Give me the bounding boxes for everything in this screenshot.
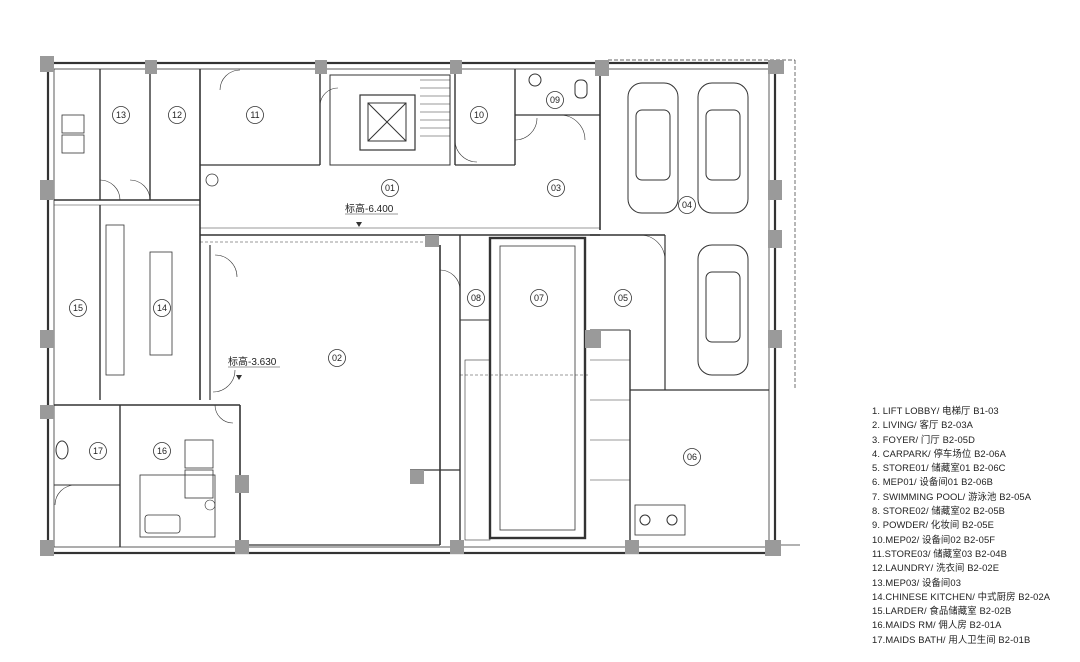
room-tag-01: 01	[381, 179, 399, 197]
room-tag-label: 16	[157, 446, 167, 456]
car-2	[697, 82, 749, 214]
room-tag-label: 13	[116, 110, 126, 120]
room-tag-circle	[153, 442, 171, 460]
room-tag-circle	[683, 448, 701, 466]
room-tag-11: 11	[246, 106, 264, 124]
legend-item: 12.LAUNDRY/ 洗衣间 B2-02E	[872, 562, 1000, 574]
legend-item: 14.CHINESE KITCHEN/ 中式厨房 B2-02A	[872, 590, 1051, 602]
room-tag-label: 05	[618, 293, 628, 303]
room-tag-circle	[328, 349, 346, 367]
room-tag-circle	[470, 106, 488, 124]
elevation-upper: 标高-6.400	[345, 202, 394, 215]
room-tag-label: 04	[682, 200, 692, 210]
room-tag-14: 14	[153, 299, 171, 317]
room-tag-label: 03	[551, 183, 561, 193]
room-tag-circle	[69, 299, 87, 317]
room-tag-circle	[153, 299, 171, 317]
car-3	[697, 244, 749, 376]
room-tag-05: 05	[614, 289, 632, 307]
room-tag-label: 10	[474, 110, 484, 120]
room-tag-07: 07	[530, 289, 548, 307]
structural-columns	[40, 56, 784, 556]
legend-item: 11.STORE03/ 储藏室03 B2-04B	[872, 547, 1007, 559]
legend-item: 4. CARPARK/ 停车场位 B2-06A	[872, 447, 1006, 459]
car-1	[627, 82, 679, 214]
room-tag-label: 17	[93, 446, 103, 456]
room-tag-label: 01	[385, 183, 395, 193]
room-tag-label: 06	[687, 452, 697, 462]
room-tag-circle	[112, 106, 130, 124]
room-tag-label: 11	[250, 110, 259, 120]
room-tag-label: 15	[73, 303, 83, 313]
legend-item: 15.LARDER/ 食品储藏室 B2-02B	[872, 605, 1012, 617]
room-tag-label: 08	[471, 293, 481, 303]
floor-plan: 13 12 11 10 09 01 03 04 15 14 02 08 07 05 17 16 06 标高-6.…	[40, 56, 800, 556]
legend-item: 16.MAIDS RM/ 佣人房 B2-01A	[872, 619, 1002, 631]
outer-wall	[46, 61, 777, 555]
room-tag-04: 04	[678, 196, 696, 214]
room-tag-circle	[467, 289, 485, 307]
legend-item: 3. FOYER/ 门厅 B2-05D	[872, 433, 975, 445]
legend-item: 9. POWDER/ 化妆间 B2-05E	[872, 519, 994, 531]
legend-item: 2. LIVING/ 客厅 B2-03A	[872, 419, 973, 431]
elevation-lower: 标高-3.630	[228, 355, 277, 368]
legend-item: 10.MEP02/ 设备间02 B2-05F	[872, 533, 996, 545]
room-tags: 13 12 11 10 09 01 03 04 15 14 02 08 07 05 17 16 06	[69, 91, 701, 466]
room-tag-02: 02	[328, 349, 346, 367]
room-tag-label: 07	[534, 293, 544, 303]
room-tag-17: 17	[89, 442, 107, 460]
room-tag-circle	[678, 196, 696, 214]
legend-item: 5. STORE01/ 储藏室01 B2-06C	[872, 462, 1006, 474]
room-tag-03: 03	[547, 179, 565, 197]
legend-item: 17.MAIDS BATH/ 用人卫生间 B2-01B	[872, 633, 1031, 645]
legend-item: 1. LIFT LOBBY/ 电梯厅 B1-03	[872, 405, 999, 416]
room-tag-circle	[168, 106, 186, 124]
legend-item: 6. MEP01/ 设备间01 B2-06B	[872, 476, 994, 488]
legend-item: 13.MEP03/ 设备间03	[872, 576, 962, 588]
room-tag-label: 09	[550, 95, 560, 105]
room-tag-15: 15	[69, 299, 87, 317]
parked-cars	[627, 82, 749, 376]
room-tag-16: 16	[153, 442, 171, 460]
room-tag-circle	[381, 179, 399, 197]
room-tag-circle	[530, 289, 548, 307]
room-tag-circle	[547, 179, 565, 197]
room-tag-circle	[546, 91, 564, 109]
room-tag-13: 13	[112, 106, 130, 124]
legend-item: 8. STORE02/ 储藏室02 B2-05B	[872, 505, 1006, 517]
room-tag-09: 09	[546, 91, 564, 109]
room-tag-circle	[246, 106, 264, 124]
room-tag-label: 02	[332, 353, 342, 363]
room-tag-label: 14	[157, 303, 167, 313]
legend-item: 7. SWIMMING POOL/ 游泳池 B2-05A	[872, 490, 1032, 502]
room-tag-circle	[89, 442, 107, 460]
room-tag-08: 08	[467, 289, 485, 307]
room-tag-12: 12	[168, 106, 186, 124]
room-tag-label: 12	[172, 110, 182, 120]
room-tag-10: 10	[470, 106, 488, 124]
room-tag-circle	[614, 289, 632, 307]
elevation-markers: 标高-6.400 标高-3.630	[228, 202, 398, 380]
room-legend: 1. LIFT LOBBY/ 电梯厅 B1-03 2. LIVING/ 客厅 B2…	[872, 404, 1077, 647]
room-tag-06: 06	[683, 448, 701, 466]
